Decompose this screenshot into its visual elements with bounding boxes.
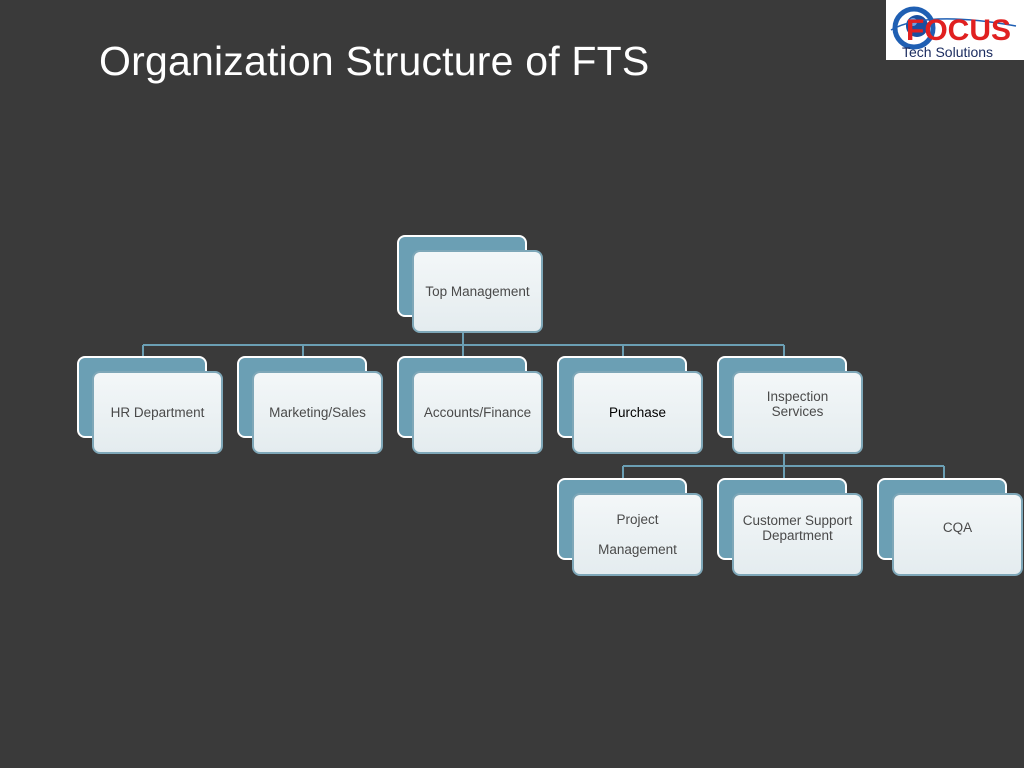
node-top-management: Top Management xyxy=(397,235,543,333)
logo-tagline-text: Tech Solutions xyxy=(902,44,993,60)
node-cqa: CQA xyxy=(877,478,1023,576)
node-label-line1: Project xyxy=(616,512,659,527)
node-label: Marketing/Sales xyxy=(252,371,383,454)
node-label: HR Department xyxy=(92,371,223,454)
slide-title: Organization Structure of FTS xyxy=(99,38,650,84)
node-marketing-sales: Marketing/Sales xyxy=(237,356,383,454)
node-label-line2: Department xyxy=(762,527,833,543)
company-logo: FOCUS Tech Solutions xyxy=(886,0,1024,60)
node-customer-support: Customer Support Department xyxy=(717,478,863,576)
node-accounts-finance: Accounts/Finance xyxy=(397,356,543,454)
node-label-line2: Management xyxy=(598,542,677,557)
node-label-line1: Inspection xyxy=(766,388,829,404)
node-label: Top Management xyxy=(412,250,543,333)
node-label-line2: Services xyxy=(771,403,824,419)
focus-logo-icon: FOCUS Tech Solutions xyxy=(890,6,1017,60)
node-label: Purchase xyxy=(572,371,703,454)
node-label-line1: Customer Support xyxy=(742,512,853,528)
node-label: CQA xyxy=(942,520,973,535)
node-inspection-services: Inspection Services xyxy=(717,356,863,454)
node-purchase: Purchase xyxy=(557,356,703,454)
node-hr-department: HR Department xyxy=(77,356,223,454)
node-label: Accounts/Finance xyxy=(412,371,543,454)
node-project-management: Project Management xyxy=(557,478,703,576)
logo-brand-text: FOCUS xyxy=(906,14,1011,47)
